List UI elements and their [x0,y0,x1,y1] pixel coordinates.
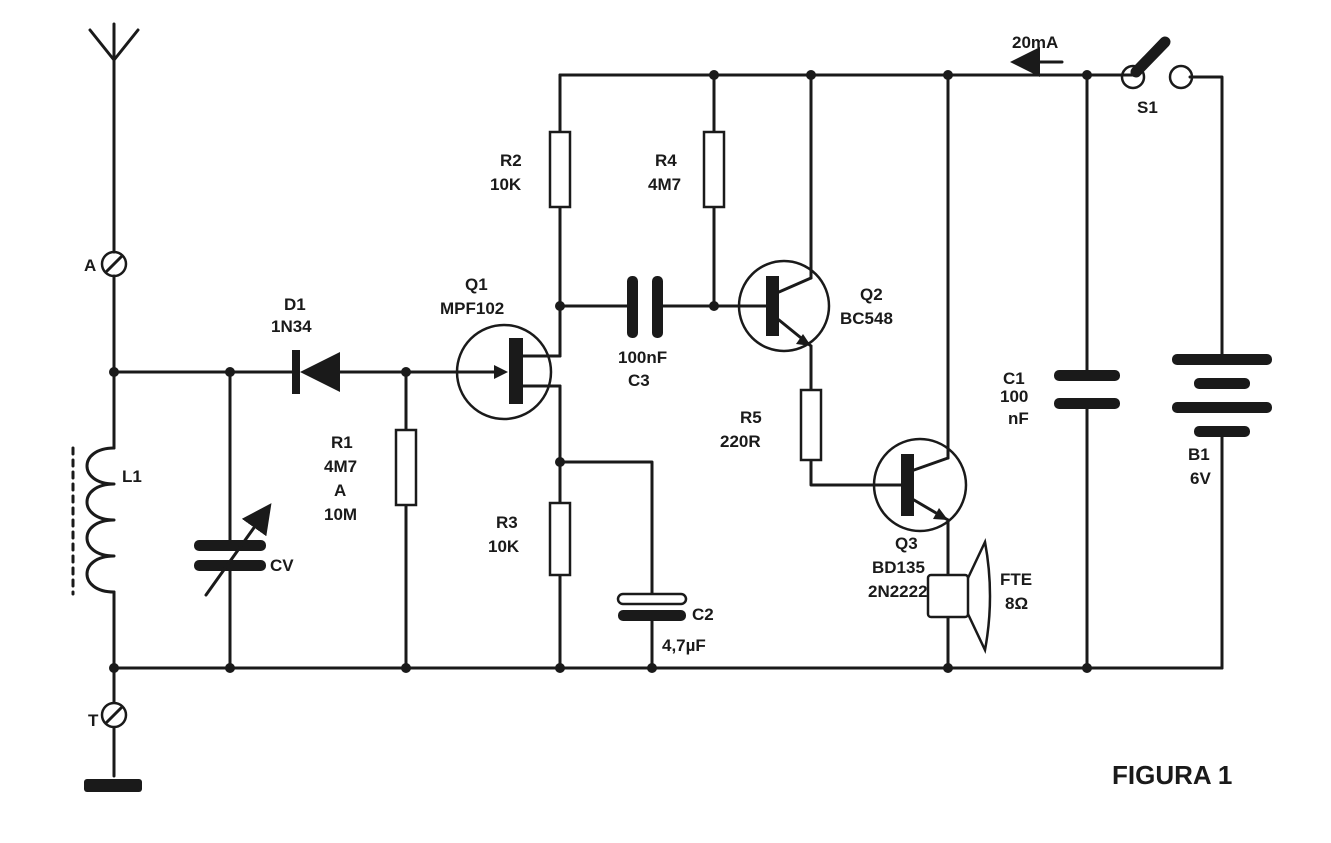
inductor-l1: L1 [71,446,142,596]
q2-value: BC548 [840,309,893,328]
q1-value: MPF102 [440,299,504,318]
c1-value: 100 [1000,387,1028,406]
c1-unit: nF [1008,409,1029,428]
r5-value: 220R [720,432,761,451]
transistor-q3: Q3 BD135 2N2222 [868,437,968,601]
l1-label: L1 [122,467,142,486]
r3-ref: R3 [496,513,518,532]
r1-alt-word: A [334,481,346,500]
q1-ref: Q1 [465,275,488,294]
r1-ref: R1 [331,433,353,452]
resistor-r3: R3 10K [488,501,572,577]
c2-ref: C2 [692,605,714,624]
r2-value: 10K [490,175,522,194]
switch-s1: S1 [1085,36,1194,117]
c1-ref: C1 [1003,369,1025,388]
speaker-icon: FTE 8Ω [926,537,1032,655]
terminal-a: A [84,250,128,278]
b1-ref: B1 [1188,445,1210,464]
terminal-t: T [88,701,128,730]
capacitor-c3: 100nF C3 [618,276,667,390]
r1-alt-value: 10M [324,505,357,524]
jfet-q1: Q1 MPF102 [440,275,562,421]
r2-ref: R2 [500,151,522,170]
junction-dots [109,70,1092,673]
transistor-q2: Q2 BC548 [737,259,893,353]
antenna-icon [88,22,140,62]
b1-value: 6V [1190,469,1211,488]
r3-value: 10K [488,537,520,556]
diode-d1: D1 1N34 [271,295,340,394]
d1-value: 1N34 [271,317,312,336]
q3-alt-value: 2N2222 [868,582,928,601]
resistor-r1: R1 4M7 A 10M [324,428,418,524]
r5-ref: R5 [740,408,762,427]
wires [112,58,1224,778]
r4-ref: R4 [655,151,677,170]
c2-value: 4,7µF [662,636,706,655]
s1-label: S1 [1137,98,1158,117]
d1-ref: D1 [284,295,306,314]
figure-title: FIGURA 1 [1112,760,1232,790]
capacitor-c1: C1 100 nF [1000,369,1120,428]
terminal-t-label: T [88,711,99,730]
r4-value: 4M7 [648,175,681,194]
q2-ref: Q2 [860,285,883,304]
resistor-r2: R2 10K [490,130,572,209]
current-indicator: 20mA [1010,33,1064,77]
current-label: 20mA [1012,33,1058,52]
battery-icon: B1 6V [1172,354,1272,488]
ground-symbol-icon [84,779,142,792]
resistor-r4: R4 4M7 [648,130,726,209]
variable-capacitor-cv: CV [194,503,294,597]
fte-value: 8Ω [1005,594,1028,613]
r1-value: 4M7 [324,457,357,476]
q3-value: BD135 [872,558,925,577]
cv-label: CV [270,556,294,575]
fte-ref: FTE [1000,570,1032,589]
q3-ref: Q3 [895,534,918,553]
c3-value: 100nF [618,348,667,367]
c3-ref: C3 [628,371,650,390]
capacitor-c2: C2 4,7µF [616,592,714,655]
resistor-r5: R5 220R [720,388,823,462]
terminal-a-label: A [84,256,96,275]
